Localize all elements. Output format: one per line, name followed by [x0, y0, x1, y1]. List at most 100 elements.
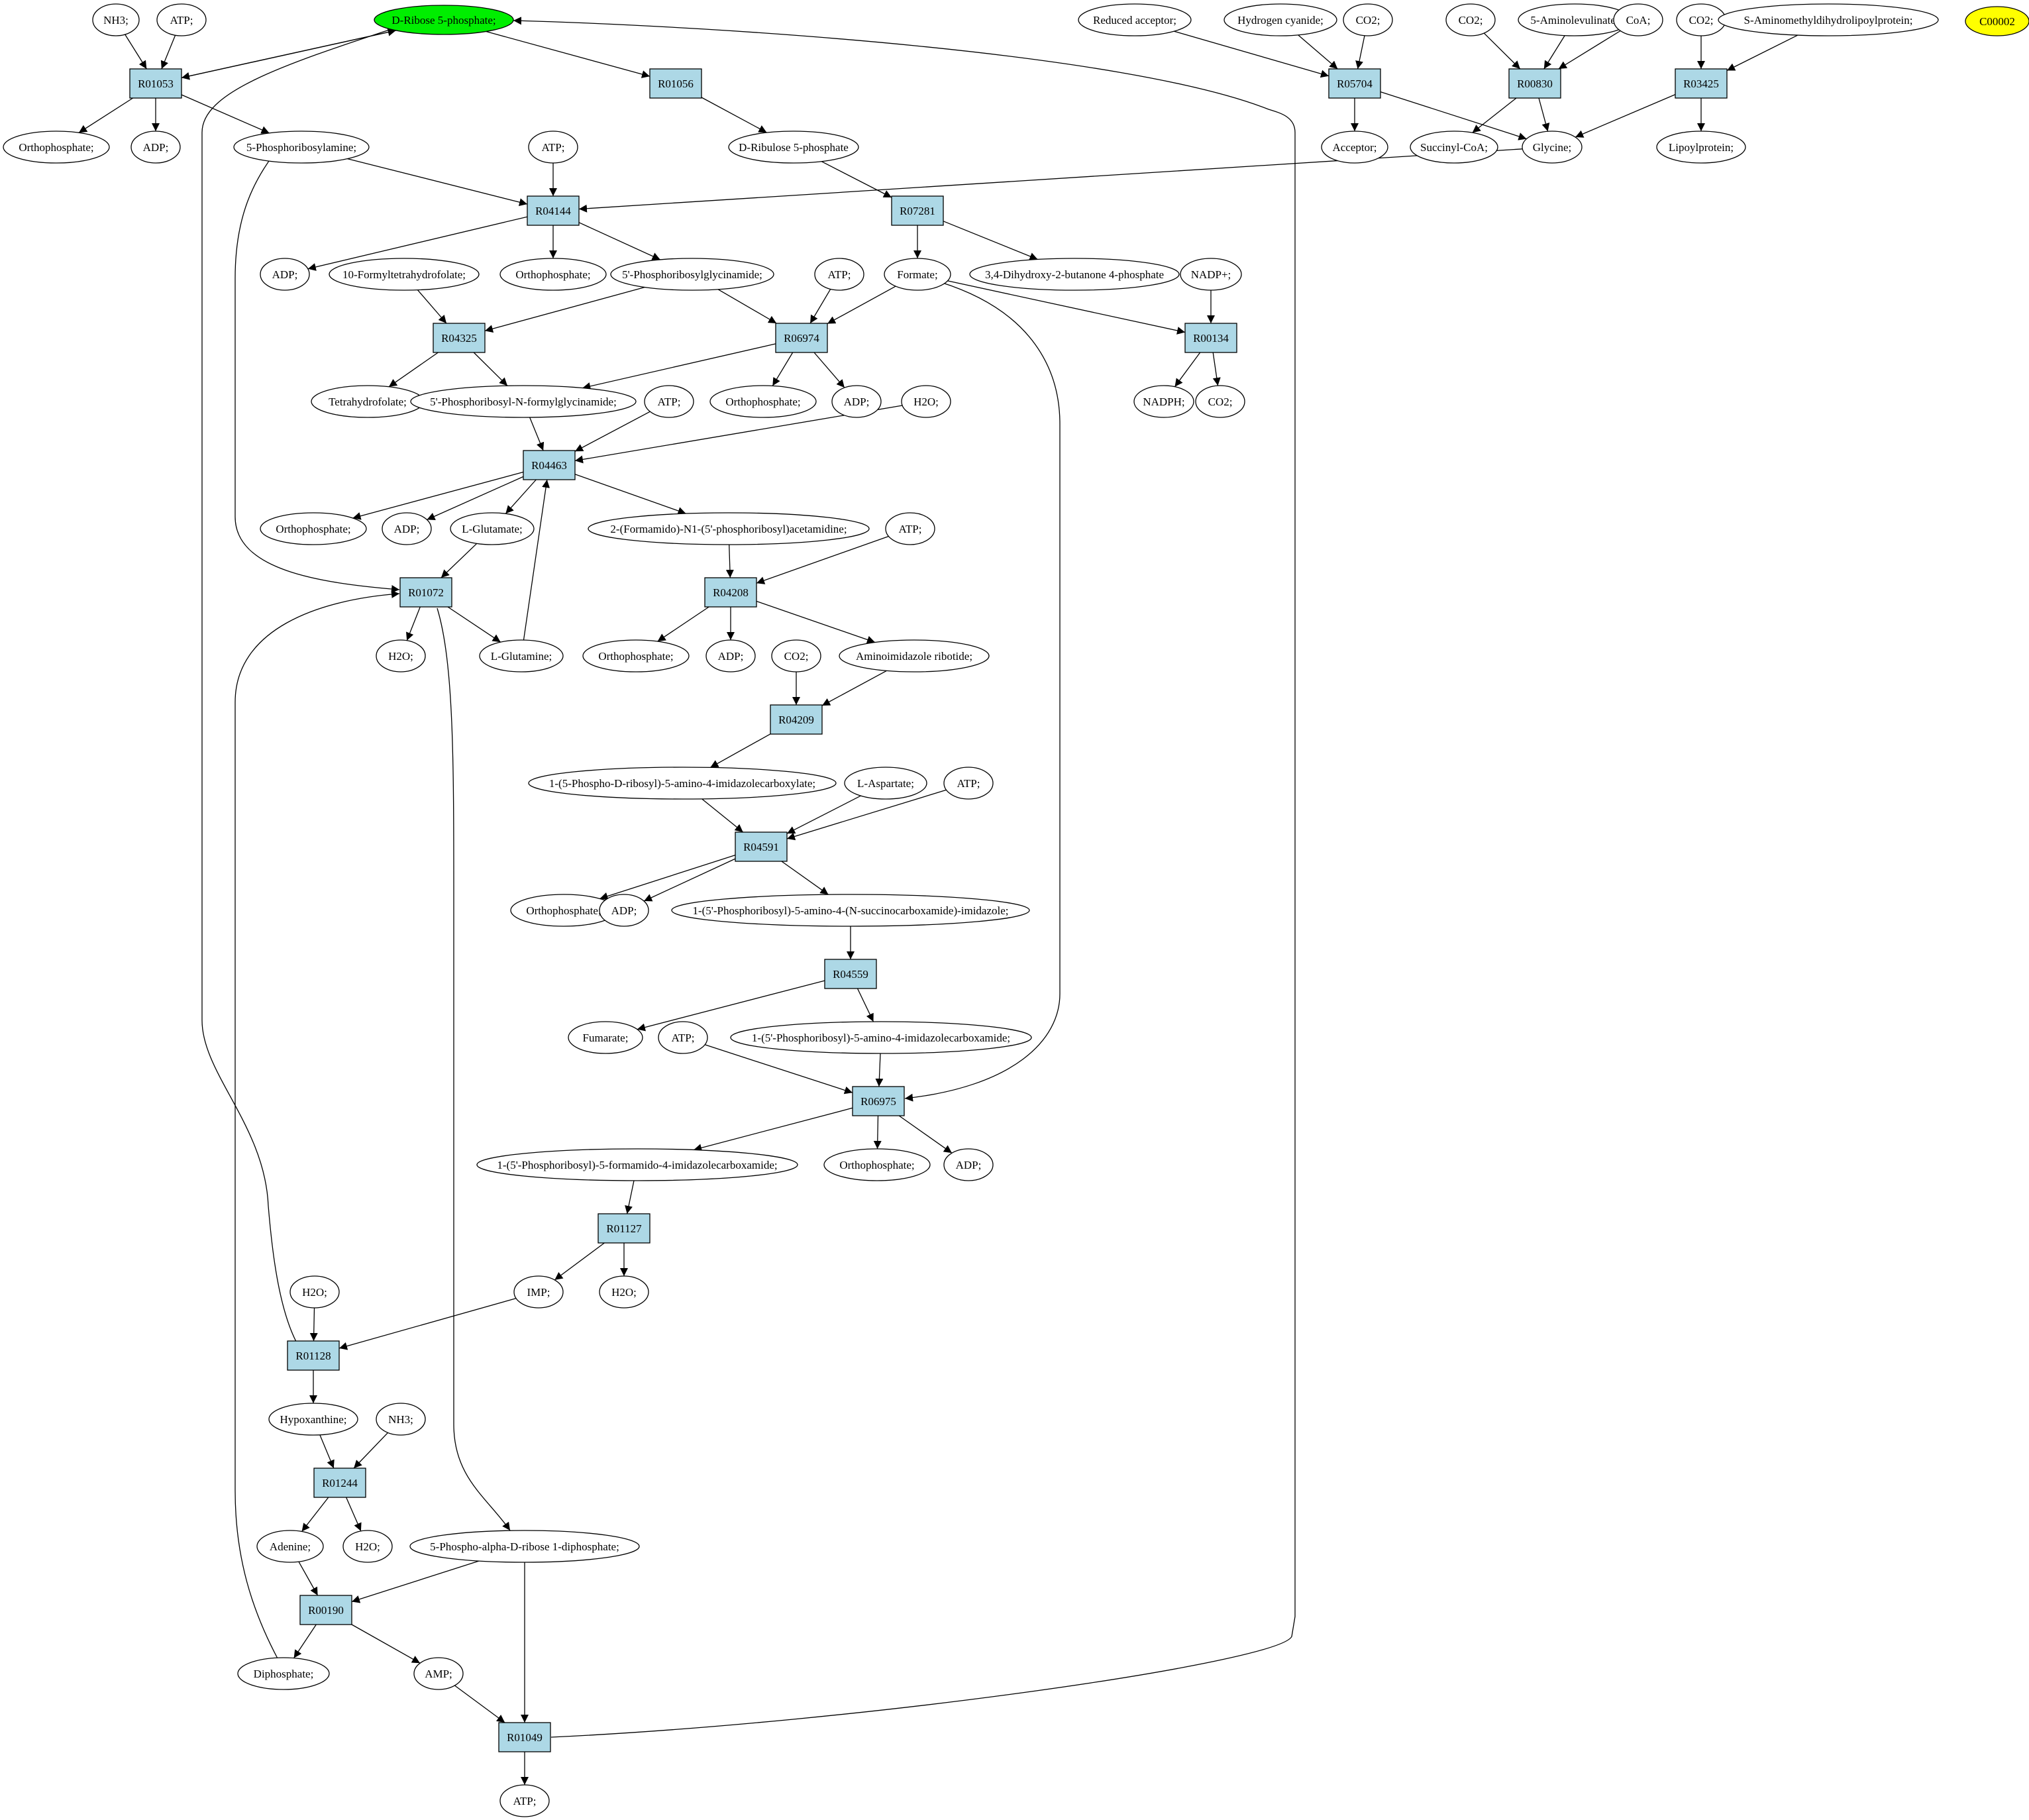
compound-node-co2_c[interactable]: CO2; [1343, 3, 1393, 36]
reaction-node-R00830[interactable]: R00830 [1508, 68, 1561, 99]
compound-node-adp_e[interactable]: ADP; [705, 639, 756, 672]
compound-node-adenine[interactable]: Adenine; [256, 1530, 324, 1563]
compound-node-h2o_e[interactable]: H2O; [342, 1530, 393, 1563]
compound-node-orthoP_c[interactable]: Orthophosphate; [709, 385, 817, 418]
compound-node-adp_d[interactable]: ADP; [382, 512, 432, 545]
compound-node-adp_g[interactable]: ADP; [943, 1148, 994, 1181]
compound-ellipse [329, 258, 480, 291]
compound-node-cair[interactable]: 1-(5-Phospho-D-ribosyl)-5-amino-4-imidaz… [528, 767, 837, 800]
reaction-node-R01128[interactable]: R01128 [287, 1340, 340, 1371]
reaction-node-R04463[interactable]: R04463 [523, 450, 576, 480]
compound-node-diphosphate[interactable]: Diphosphate; [237, 1657, 330, 1690]
compound-node-air[interactable]: Aminoimidazole ribotide; [839, 639, 990, 672]
compound-node-orthoP_d[interactable]: Orthophosphate; [260, 512, 367, 545]
compound-node-orthoP_e[interactable]: Orthophosphate; [582, 639, 690, 672]
compound-node-adp_a[interactable]: ADP; [130, 131, 181, 164]
compound-node-aicar[interactable]: 1-(5'-Phosphoribosyl)-5-amino-4-imidazol… [730, 1021, 1032, 1054]
compound-node-c00002[interactable]: C00002 [1965, 6, 2029, 36]
compound-node-atp_h[interactable]: ATP; [499, 1784, 550, 1817]
compound-node-atp_e[interactable]: ATP; [885, 512, 935, 545]
compound-node-ribulose5p[interactable]: D-Ribulose 5-phosphate [728, 131, 859, 164]
reaction-node-R01049[interactable]: R01049 [498, 1722, 551, 1752]
reaction-node-R06975[interactable]: R06975 [852, 1086, 905, 1116]
compound-node-amp[interactable]: AMP; [413, 1657, 464, 1690]
compound-node-adp_c[interactable]: ADP; [831, 385, 882, 418]
compound-node-fgar[interactable]: 5'-Phosphoribosyl-N-formylglycinamide; [410, 385, 637, 418]
compound-node-h2o_a[interactable]: H2O; [901, 385, 951, 418]
compound-node-saicar[interactable]: 1-(5'-Phosphoribosyl)-5-amino-4-(N-succi… [671, 894, 1030, 927]
compound-node-co2_e[interactable]: CO2; [1676, 3, 1726, 36]
compound-node-adp_b[interactable]: ADP; [260, 258, 310, 291]
node-label: Orthophosphate; [725, 396, 800, 408]
compound-node-nh3_a[interactable]: NH3; [92, 3, 140, 36]
reaction-node-R07281[interactable]: R07281 [891, 195, 944, 226]
compound-node-gar[interactable]: 5'-Phosphoribosylglycinamide; [610, 258, 774, 291]
compound-ellipse [1522, 131, 1583, 164]
compound-node-atp_g[interactable]: ATP; [658, 1021, 708, 1054]
compound-ellipse [1445, 3, 1496, 36]
compound-node-orthoP_a[interactable]: Orthophosphate; [3, 131, 110, 164]
compound-ellipse [658, 1021, 708, 1054]
compound-node-lipoprot[interactable]: Lipoylprotein; [1656, 131, 1746, 164]
reaction-node-R04144[interactable]: R04144 [527, 195, 580, 226]
compound-node-hypoxanthine[interactable]: Hypoxanthine; [268, 1403, 358, 1436]
compound-node-glutamate[interactable]: L-Glutamate; [450, 512, 535, 545]
reaction-node-R01127[interactable]: R01127 [598, 1213, 650, 1244]
reaction-node-R00134[interactable]: R00134 [1184, 323, 1237, 353]
compound-node-co2_d[interactable]: CO2; [1445, 3, 1496, 36]
compound-node-adp_f[interactable]: ADP; [599, 894, 649, 927]
compound-node-acceptor[interactable]: Acceptor; [1321, 131, 1388, 164]
compound-node-nadph[interactable]: NADPH; [1133, 385, 1194, 418]
compound-node-thf[interactable]: Tetrahydrofolate; [311, 385, 425, 418]
compound-node-prpp[interactable]: 5-Phospho-alpha-D-ribose 1-diphosphate; [409, 1530, 640, 1563]
compound-node-h2o_c[interactable]: H2O; [599, 1275, 649, 1309]
compound-node-atp_d[interactable]: ATP; [644, 385, 694, 418]
compound-node-orthoP_b[interactable]: Orthophosphate; [499, 258, 607, 291]
compound-node-formate[interactable]: Formate; [884, 258, 951, 291]
compound-node-nadpp[interactable]: NADP+; [1180, 258, 1242, 291]
compound-node-hcn[interactable]: Hydrogen cyanide; [1223, 3, 1337, 36]
compound-node-formylthf[interactable]: 10-Formyltetrahydrofolate; [329, 258, 480, 291]
compound-node-co2_a[interactable]: CO2; [1195, 385, 1245, 418]
compound-node-succoa[interactable]: Succinyl-CoA; [1410, 131, 1498, 164]
compound-node-orthoP_g[interactable]: Orthophosphate; [823, 1148, 931, 1181]
compound-node-aspartate[interactable]: L-Aspartate; [844, 767, 927, 800]
compound-node-h2o_d[interactable]: H2O; [289, 1275, 340, 1309]
compound-node-fgam[interactable]: 2-(Formamido)-N1-(5'-phosphoribosyl)acet… [588, 512, 870, 545]
reaction-node-R01053[interactable]: R01053 [129, 68, 182, 99]
compound-node-atp_f[interactable]: ATP; [943, 767, 994, 800]
node-label: NADPH; [1143, 396, 1184, 408]
reaction-node-R04591[interactable]: R04591 [735, 831, 788, 862]
compound-node-atp_b[interactable]: ATP; [528, 131, 578, 164]
compound-node-dhbp[interactable]: 3,4-Dihydroxy-2-butanone 4-phosphate [969, 258, 1180, 291]
reaction-node-R06974[interactable]: R06974 [775, 323, 828, 353]
compound-node-prpa[interactable]: 5-Phosphoribosylamine; [233, 131, 370, 164]
reaction-node-R04559[interactable]: R04559 [824, 959, 877, 989]
reaction-node-R00190[interactable]: R00190 [299, 1595, 352, 1625]
compound-node-atp_c[interactable]: ATP; [814, 258, 864, 291]
compound-node-coa[interactable]: CoA; [1613, 3, 1663, 36]
compound-node-nh3_b[interactable]: NH3; [376, 1403, 426, 1436]
compound-node-atp_a[interactable]: ATP; [156, 3, 207, 36]
compound-node-h2o_b[interactable]: H2O; [376, 639, 426, 672]
reaction-node-R01244[interactable]: R01244 [313, 1468, 366, 1498]
compound-node-ribose5p[interactable]: D-Ribose 5-phosphate; [374, 5, 514, 35]
reaction-node-R03425[interactable]: R03425 [1675, 68, 1728, 99]
edge-ala-to-R00830 [1543, 35, 1565, 70]
reaction-node-R04325[interactable]: R04325 [433, 323, 486, 353]
compound-node-imp[interactable]: IMP; [513, 1275, 564, 1309]
compound-node-glutamine[interactable]: L-Glutamine; [479, 639, 564, 672]
reaction-node-R05704[interactable]: R05704 [1328, 68, 1381, 99]
compound-node-samdlp[interactable]: S-Aminomethyldihydrolipoylprotein; [1718, 3, 1939, 36]
compound-node-red_acc[interactable]: Reduced acceptor; [1078, 3, 1192, 36]
compound-node-ala[interactable]: 5-Aminolevulinate; [1518, 3, 1632, 36]
compound-node-fumarate[interactable]: Fumarate; [568, 1021, 643, 1054]
compound-node-glycine[interactable]: Glycine; [1522, 131, 1583, 164]
reaction-node-R01056[interactable]: R01056 [649, 68, 702, 99]
reaction-node-R04208[interactable]: R04208 [704, 577, 757, 608]
reaction-node-R01072[interactable]: R01072 [399, 577, 452, 608]
edge-R01053-to-orthoP_a [78, 97, 133, 133]
compound-node-co2_b[interactable]: CO2; [771, 639, 821, 672]
reaction-node-R04209[interactable]: R04209 [770, 704, 823, 735]
compound-node-faicar[interactable]: 1-(5'-Phosphoribosyl)-5-formamido-4-imid… [476, 1148, 798, 1181]
